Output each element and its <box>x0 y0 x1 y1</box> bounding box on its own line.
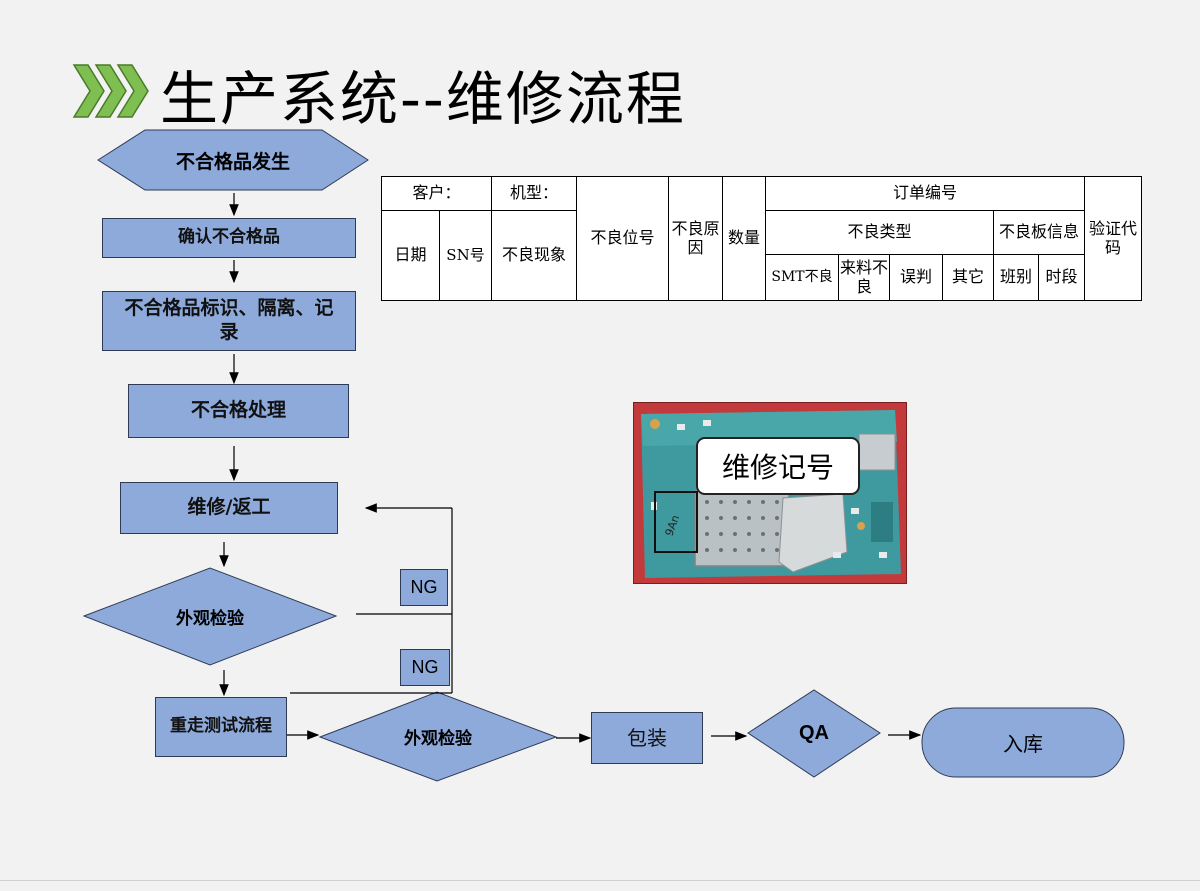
flow-start-label: 不合格品发生 <box>175 150 290 173</box>
header-shift: 班别 <box>993 254 1040 301</box>
start-shape <box>97 129 369 191</box>
page-title: 生产系统--维修流程 <box>160 65 686 133</box>
header-period: 时段 <box>1038 254 1086 301</box>
header-defect-type: 不良类型 <box>765 210 995 255</box>
flow-inspect2-label: 外观检验 <box>404 729 472 749</box>
header-board-info: 不良板信息 <box>993 210 1086 255</box>
flow-confirm-box: 确认不合格品 <box>102 218 356 258</box>
header-smt: SMT不良 <box>765 254 840 301</box>
flow-mark-box: 不合格品标识、隔离、记录 <box>102 291 356 351</box>
header-defect-cause: 不良原因 <box>668 176 724 301</box>
header-defect-phenomenon: 不良现象 <box>491 210 578 301</box>
ng-label-2: NG <box>400 649 450 686</box>
qa-diamond <box>747 689 881 778</box>
header-sn: SN号 <box>438 210 493 301</box>
repair-mark-callout: 维修记号 <box>696 437 860 495</box>
header-customer: 客户： <box>380 176 493 211</box>
flow-repair-box: 维修/返工 <box>120 482 338 534</box>
flow-process-box: 不合格处理 <box>128 384 349 438</box>
flow-inspect1-label: 外观检验 <box>176 609 244 629</box>
header-misjudge: 误判 <box>889 254 944 301</box>
header-order-no: 订单编号 <box>765 176 1086 211</box>
chevron-icon <box>72 64 149 118</box>
header-other: 其它 <box>942 254 995 301</box>
header-date: 日期 <box>381 210 440 301</box>
flow-store-label: 入库 <box>1003 732 1043 756</box>
flow-pack-box: 包装 <box>591 712 703 764</box>
repair-mark-box <box>654 491 698 553</box>
header-model: 机型： <box>491 176 578 211</box>
store-terminal <box>921 707 1125 778</box>
repair-record-table: 客户： 机型： 不良位号 不良原因 数量 订单编号 验证代码 日期 SN号 不良… <box>380 176 1143 301</box>
header-defect-position: 不良位号 <box>576 176 670 301</box>
footer-divider <box>0 880 1200 881</box>
inspect1-diamond <box>82 567 338 666</box>
flow-retest-box: 重走测试流程 <box>155 697 287 757</box>
ng-label-1: NG <box>400 569 448 606</box>
inspect2-diamond <box>318 691 558 782</box>
header-incoming: 来料不良 <box>838 254 891 301</box>
header-verify-code: 验证代码 <box>1084 176 1143 301</box>
header-quantity: 数量 <box>722 176 767 301</box>
flow-qa-label: QA <box>799 722 829 744</box>
